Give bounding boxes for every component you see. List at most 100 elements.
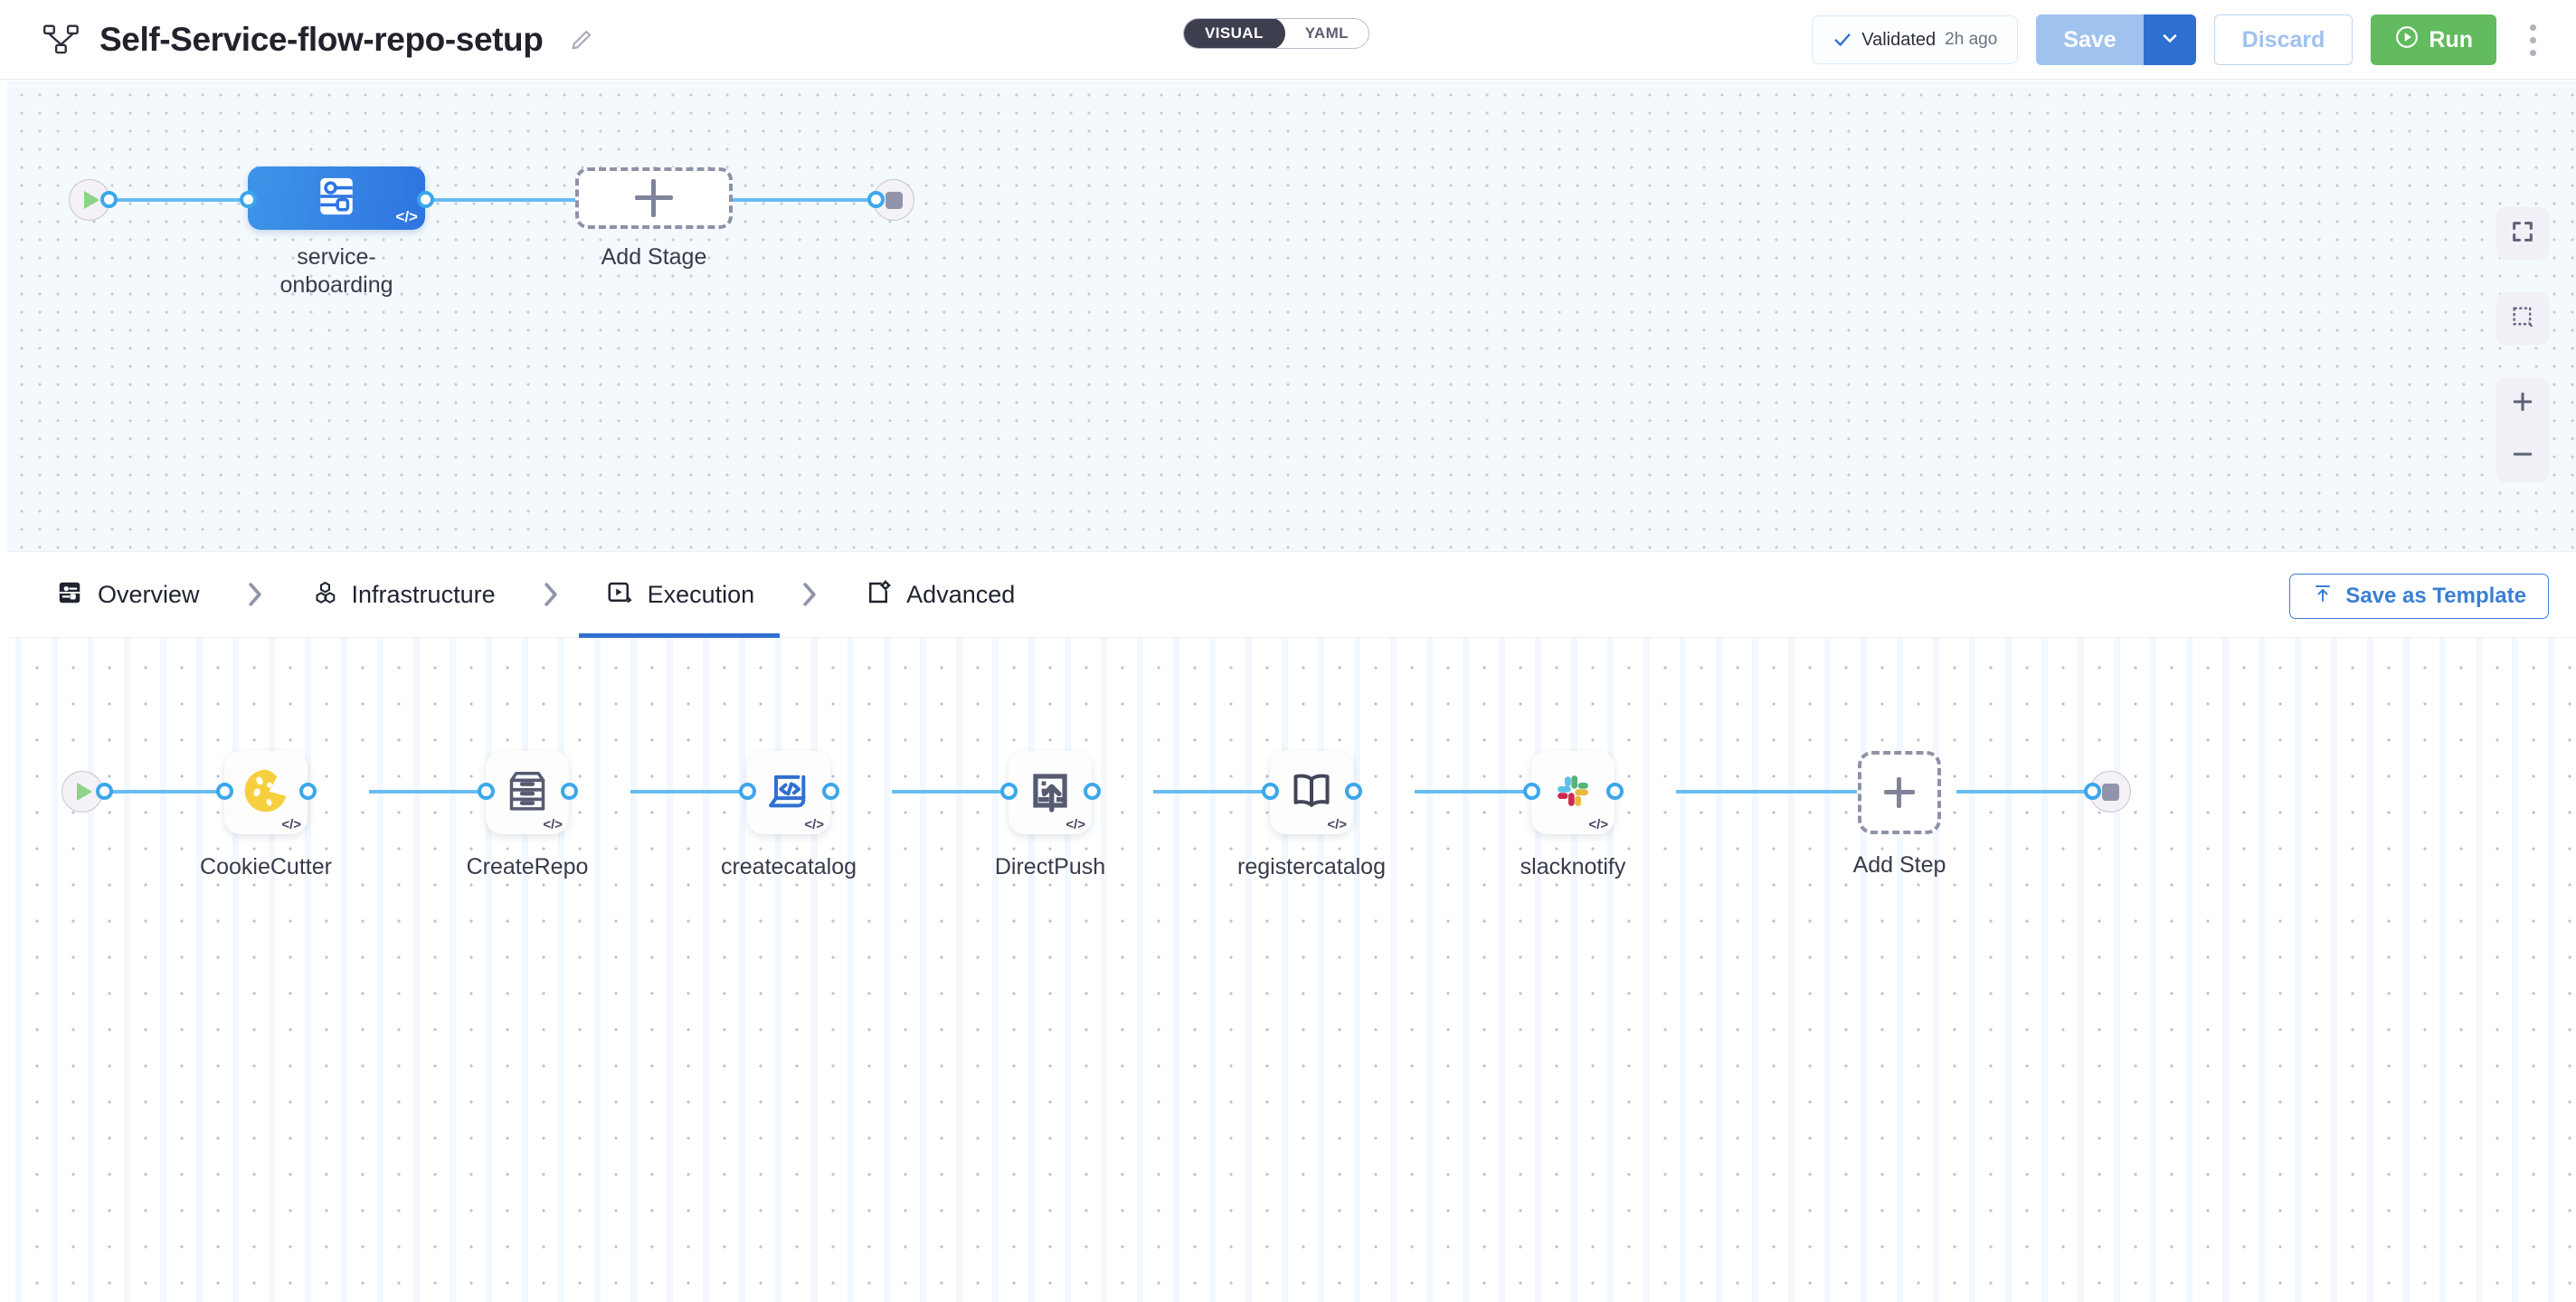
step-node-cookiecutter[interactable]: </> xyxy=(224,751,308,834)
stage-node-service-onboarding[interactable]: </> xyxy=(248,166,425,230)
zoom-out-button[interactable] xyxy=(2496,430,2549,482)
slack-icon xyxy=(1548,766,1597,820)
port-exec-start-out[interactable] xyxy=(96,783,113,800)
push-upload-icon xyxy=(1025,765,1075,821)
step-node-directpush[interactable]: </> xyxy=(1009,751,1092,834)
port-slacknotify-in[interactable] xyxy=(1523,783,1540,800)
tab-infrastructure[interactable]: Infrastructure xyxy=(305,551,501,638)
port-createrepo-out[interactable] xyxy=(561,783,578,800)
marquee-select-icon xyxy=(2510,304,2535,334)
header-actions: Validated 2h ago Save Discard xyxy=(1812,0,2551,80)
app-header: Self-Service-flow-repo-setup VISUAL YAML xyxy=(0,0,2576,80)
tab-advanced[interactable]: Advanced xyxy=(859,551,1020,638)
tab-infrastructure-label: Infrastructure xyxy=(351,580,496,608)
port-end-in[interactable] xyxy=(867,191,885,208)
discard-button[interactable]: Discard xyxy=(2213,14,2353,65)
step-code-badge: </> xyxy=(804,817,824,832)
add-step-label: Add Step xyxy=(1852,852,1946,878)
port-start-out[interactable] xyxy=(100,191,118,208)
fit-to-screen-button[interactable] xyxy=(2496,207,2549,260)
run-label: Run xyxy=(2429,26,2473,52)
port-directpush-out[interactable] xyxy=(1084,783,1101,800)
marquee-select-button[interactable] xyxy=(2496,292,2549,345)
port-stage-in[interactable] xyxy=(240,191,257,208)
step-node-createrepo[interactable]: </> xyxy=(486,751,569,834)
edge-addstage-to-end xyxy=(731,198,885,202)
port-createcatalog-out[interactable] xyxy=(822,783,839,800)
chevron-right-icon xyxy=(539,579,563,610)
port-registercatalog-out[interactable] xyxy=(1345,783,1362,800)
port-cookiecutter-in[interactable] xyxy=(216,783,233,800)
header-left: Self-Service-flow-repo-setup xyxy=(0,21,595,59)
stage-config-tabs: Overview Infrastructure xyxy=(7,551,2576,638)
pipeline-nodes-icon xyxy=(43,24,80,55)
step-code-badge: </> xyxy=(543,817,563,832)
edge-exec-start xyxy=(102,790,267,794)
plus-icon xyxy=(2509,388,2536,420)
add-step-button[interactable] xyxy=(1858,751,1941,834)
fit-screen-icon xyxy=(2510,219,2535,249)
execution-canvas[interactable]: </> CookieCutter </> CreateRepo xyxy=(7,638,2576,1302)
port-createcatalog-in[interactable] xyxy=(739,783,756,800)
tab-overview[interactable]: Overview xyxy=(51,551,205,638)
upload-template-icon xyxy=(2312,583,2334,611)
tab-execution[interactable]: Execution xyxy=(578,551,780,638)
step-node-slacknotify[interactable]: </> xyxy=(1531,751,1615,834)
port-cookiecutter-out[interactable] xyxy=(299,783,317,800)
step-code-badge: </> xyxy=(1065,817,1085,832)
step-node-createcatalog[interactable]: </> xyxy=(747,751,830,834)
save-button[interactable]: Save xyxy=(2036,14,2144,65)
play-icon xyxy=(84,191,99,209)
stop-icon xyxy=(2101,783,2119,801)
check-icon xyxy=(1833,30,1852,50)
play-square-icon xyxy=(606,579,633,611)
tab-overview-label: Overview xyxy=(98,580,200,608)
open-book-icon xyxy=(1286,765,1337,821)
port-createrepo-in[interactable] xyxy=(478,783,495,800)
edge-exec-4 xyxy=(1153,790,1316,794)
add-stage-label: Add Stage xyxy=(601,244,707,270)
zoom-stack xyxy=(2496,377,2549,482)
page-title: Self-Service-flow-repo-setup xyxy=(99,20,544,58)
toggle-yaml[interactable]: YAML xyxy=(1304,24,1349,42)
port-stage-out[interactable] xyxy=(417,191,434,208)
toggle-visual[interactable]: VISUAL xyxy=(1183,19,1285,48)
minus-icon xyxy=(2509,441,2536,472)
step-label-registercatalog: registercatalog xyxy=(1237,854,1386,879)
step-code-badge: </> xyxy=(1327,817,1347,832)
gear-card-icon xyxy=(865,579,892,611)
port-exec-end-in[interactable] xyxy=(2084,783,2101,800)
view-mode-toggle[interactable]: VISUAL YAML xyxy=(1183,18,1369,49)
stage-canvas[interactable]: </> service- onboarding Add Stage xyxy=(7,81,2576,551)
edge-exec-end xyxy=(1956,790,2101,794)
plus-icon xyxy=(1884,777,1915,808)
validated-label: Validated xyxy=(1861,29,1937,50)
zoom-in-button[interactable] xyxy=(2496,377,2549,430)
run-button[interactable]: Run xyxy=(2371,14,2496,65)
edge-exec-6 xyxy=(1676,790,1857,794)
step-code-badge: </> xyxy=(281,817,301,832)
edge-exec-2 xyxy=(630,790,793,794)
step-code-badge: </> xyxy=(1588,817,1608,832)
edge-start-to-stage xyxy=(107,198,279,202)
tab-execution-label: Execution xyxy=(647,580,755,608)
pencil-edit-icon[interactable] xyxy=(563,26,595,53)
step-label-slacknotify: slacknotify xyxy=(1520,854,1626,879)
save-as-template-button[interactable]: Save as Template xyxy=(2289,574,2549,619)
save-dropdown-button[interactable] xyxy=(2143,14,2196,65)
port-registercatalog-in[interactable] xyxy=(1262,783,1279,800)
stop-icon xyxy=(885,191,903,209)
step-node-registercatalog[interactable]: </> xyxy=(1270,751,1353,834)
port-slacknotify-out[interactable] xyxy=(1606,783,1624,800)
stage-node-label: service- onboarding xyxy=(279,244,393,298)
kebab-menu-icon[interactable] xyxy=(2514,14,2551,65)
plus-icon xyxy=(635,179,673,217)
canvas-zoom-controls xyxy=(2496,207,2549,482)
repository-icon xyxy=(502,765,553,821)
port-directpush-in[interactable] xyxy=(1000,783,1018,800)
validated-timestamp: 2h ago xyxy=(1945,30,1998,49)
save-as-template-label: Save as Template xyxy=(2345,584,2526,608)
chevron-down-icon xyxy=(2159,27,2181,53)
step-label-cookiecutter: CookieCutter xyxy=(200,854,332,879)
add-stage-button[interactable] xyxy=(575,167,733,229)
